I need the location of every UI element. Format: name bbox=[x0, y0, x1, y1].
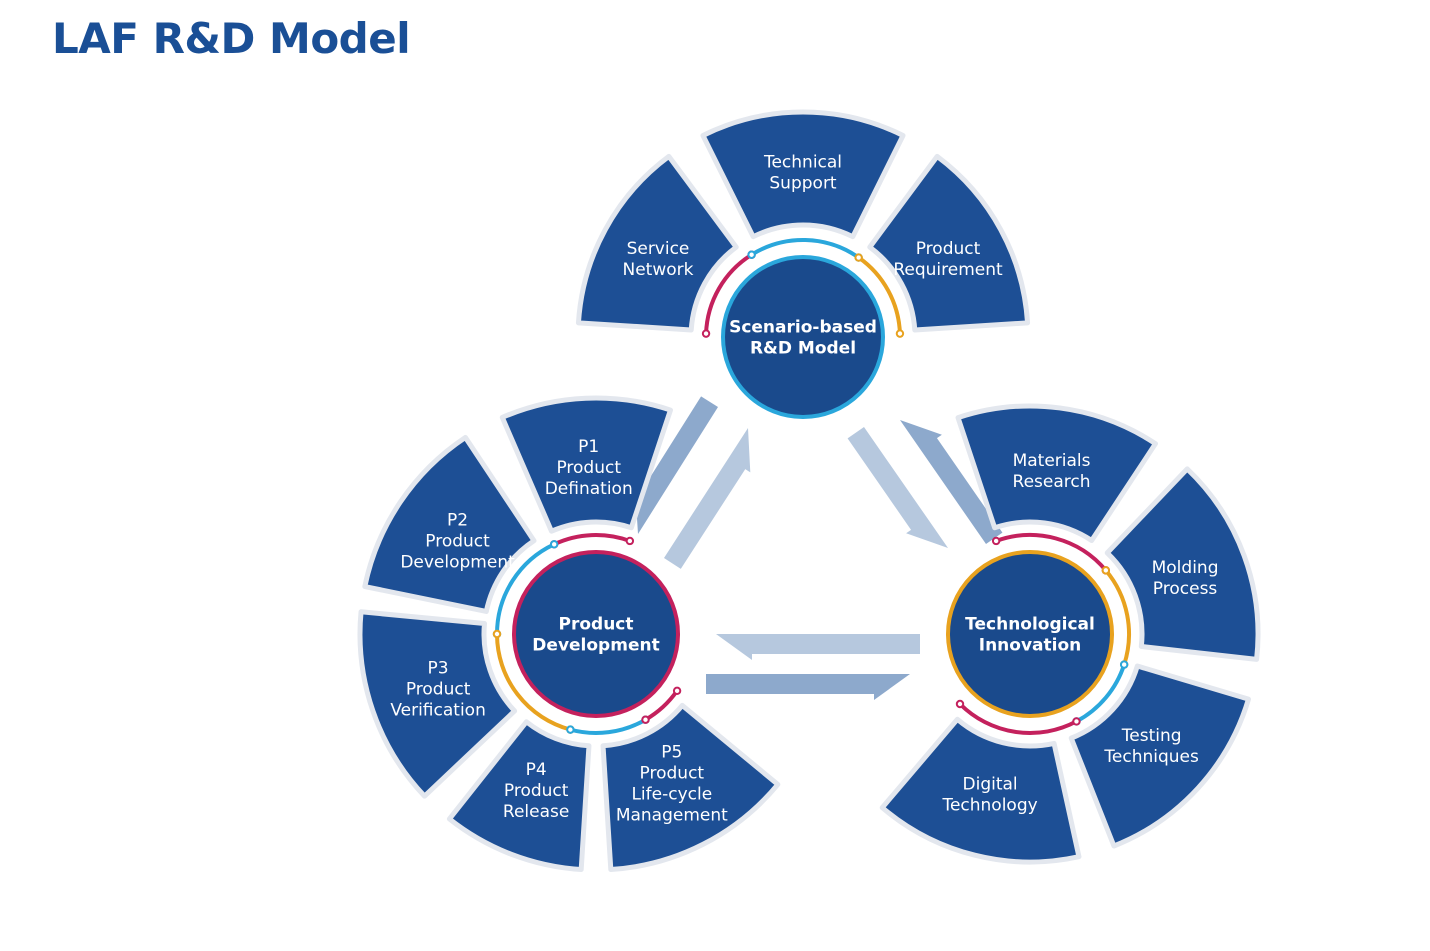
petal-shape bbox=[955, 403, 1159, 543]
petal-shape bbox=[357, 609, 518, 799]
ring-dot bbox=[625, 536, 635, 546]
ring-dot bbox=[701, 329, 711, 338]
ring-dot bbox=[747, 250, 756, 259]
ring-arc bbox=[1074, 662, 1127, 724]
ring-dot bbox=[549, 540, 559, 549]
petal-shape bbox=[446, 719, 592, 873]
ring-arc bbox=[856, 255, 902, 336]
ring-arc bbox=[1103, 568, 1131, 667]
ring-dot bbox=[1119, 660, 1129, 669]
ring-product-development bbox=[492, 533, 682, 735]
petal-shape bbox=[867, 153, 1031, 333]
petal-shape bbox=[575, 153, 739, 333]
hub-rings bbox=[492, 238, 1131, 735]
hub-circle bbox=[721, 255, 885, 419]
petal-shape bbox=[879, 716, 1082, 865]
flow-arrows bbox=[635, 396, 1003, 700]
ring-dot bbox=[955, 699, 965, 709]
arrow-to-technological-innovation bbox=[847, 427, 948, 548]
petal-shape bbox=[600, 702, 781, 873]
ring-dot bbox=[1101, 566, 1111, 575]
arrow-to-product-development bbox=[635, 396, 718, 534]
hub-circle bbox=[512, 550, 680, 718]
ring-dot bbox=[672, 686, 682, 695]
ring-arc bbox=[495, 632, 573, 732]
arrow-to-scenario bbox=[664, 428, 751, 569]
ring-arc bbox=[749, 238, 861, 260]
ring-dot bbox=[854, 253, 863, 262]
petal-shape bbox=[362, 434, 537, 614]
ring-arc bbox=[704, 252, 754, 336]
petal-shape bbox=[700, 109, 906, 240]
hub-circle bbox=[946, 550, 1114, 718]
ring-arc bbox=[957, 702, 1079, 735]
arrow-from-technological-innovation bbox=[900, 420, 1003, 544]
ring-arc bbox=[568, 717, 648, 735]
petal-shape bbox=[1104, 466, 1261, 662]
petal-shape bbox=[1068, 663, 1251, 849]
ring-arc bbox=[994, 533, 1108, 573]
ring-dot bbox=[1072, 717, 1081, 726]
ring-dot bbox=[492, 629, 502, 639]
ring-arc bbox=[495, 542, 557, 636]
ring-scenario bbox=[701, 238, 905, 338]
page-title: LAF R&D Model bbox=[52, 14, 411, 63]
ring-arc bbox=[552, 533, 632, 547]
ring-dot bbox=[566, 725, 575, 734]
ring-technological-innovation bbox=[955, 533, 1131, 735]
arrow-to-technological-innovation-bottom bbox=[706, 674, 910, 700]
arrow-to-product-development-bottom bbox=[716, 634, 920, 660]
ring-dot bbox=[991, 536, 1001, 546]
petal-shape bbox=[499, 395, 673, 534]
ring-dot bbox=[895, 329, 905, 338]
ring-dot bbox=[641, 715, 650, 724]
